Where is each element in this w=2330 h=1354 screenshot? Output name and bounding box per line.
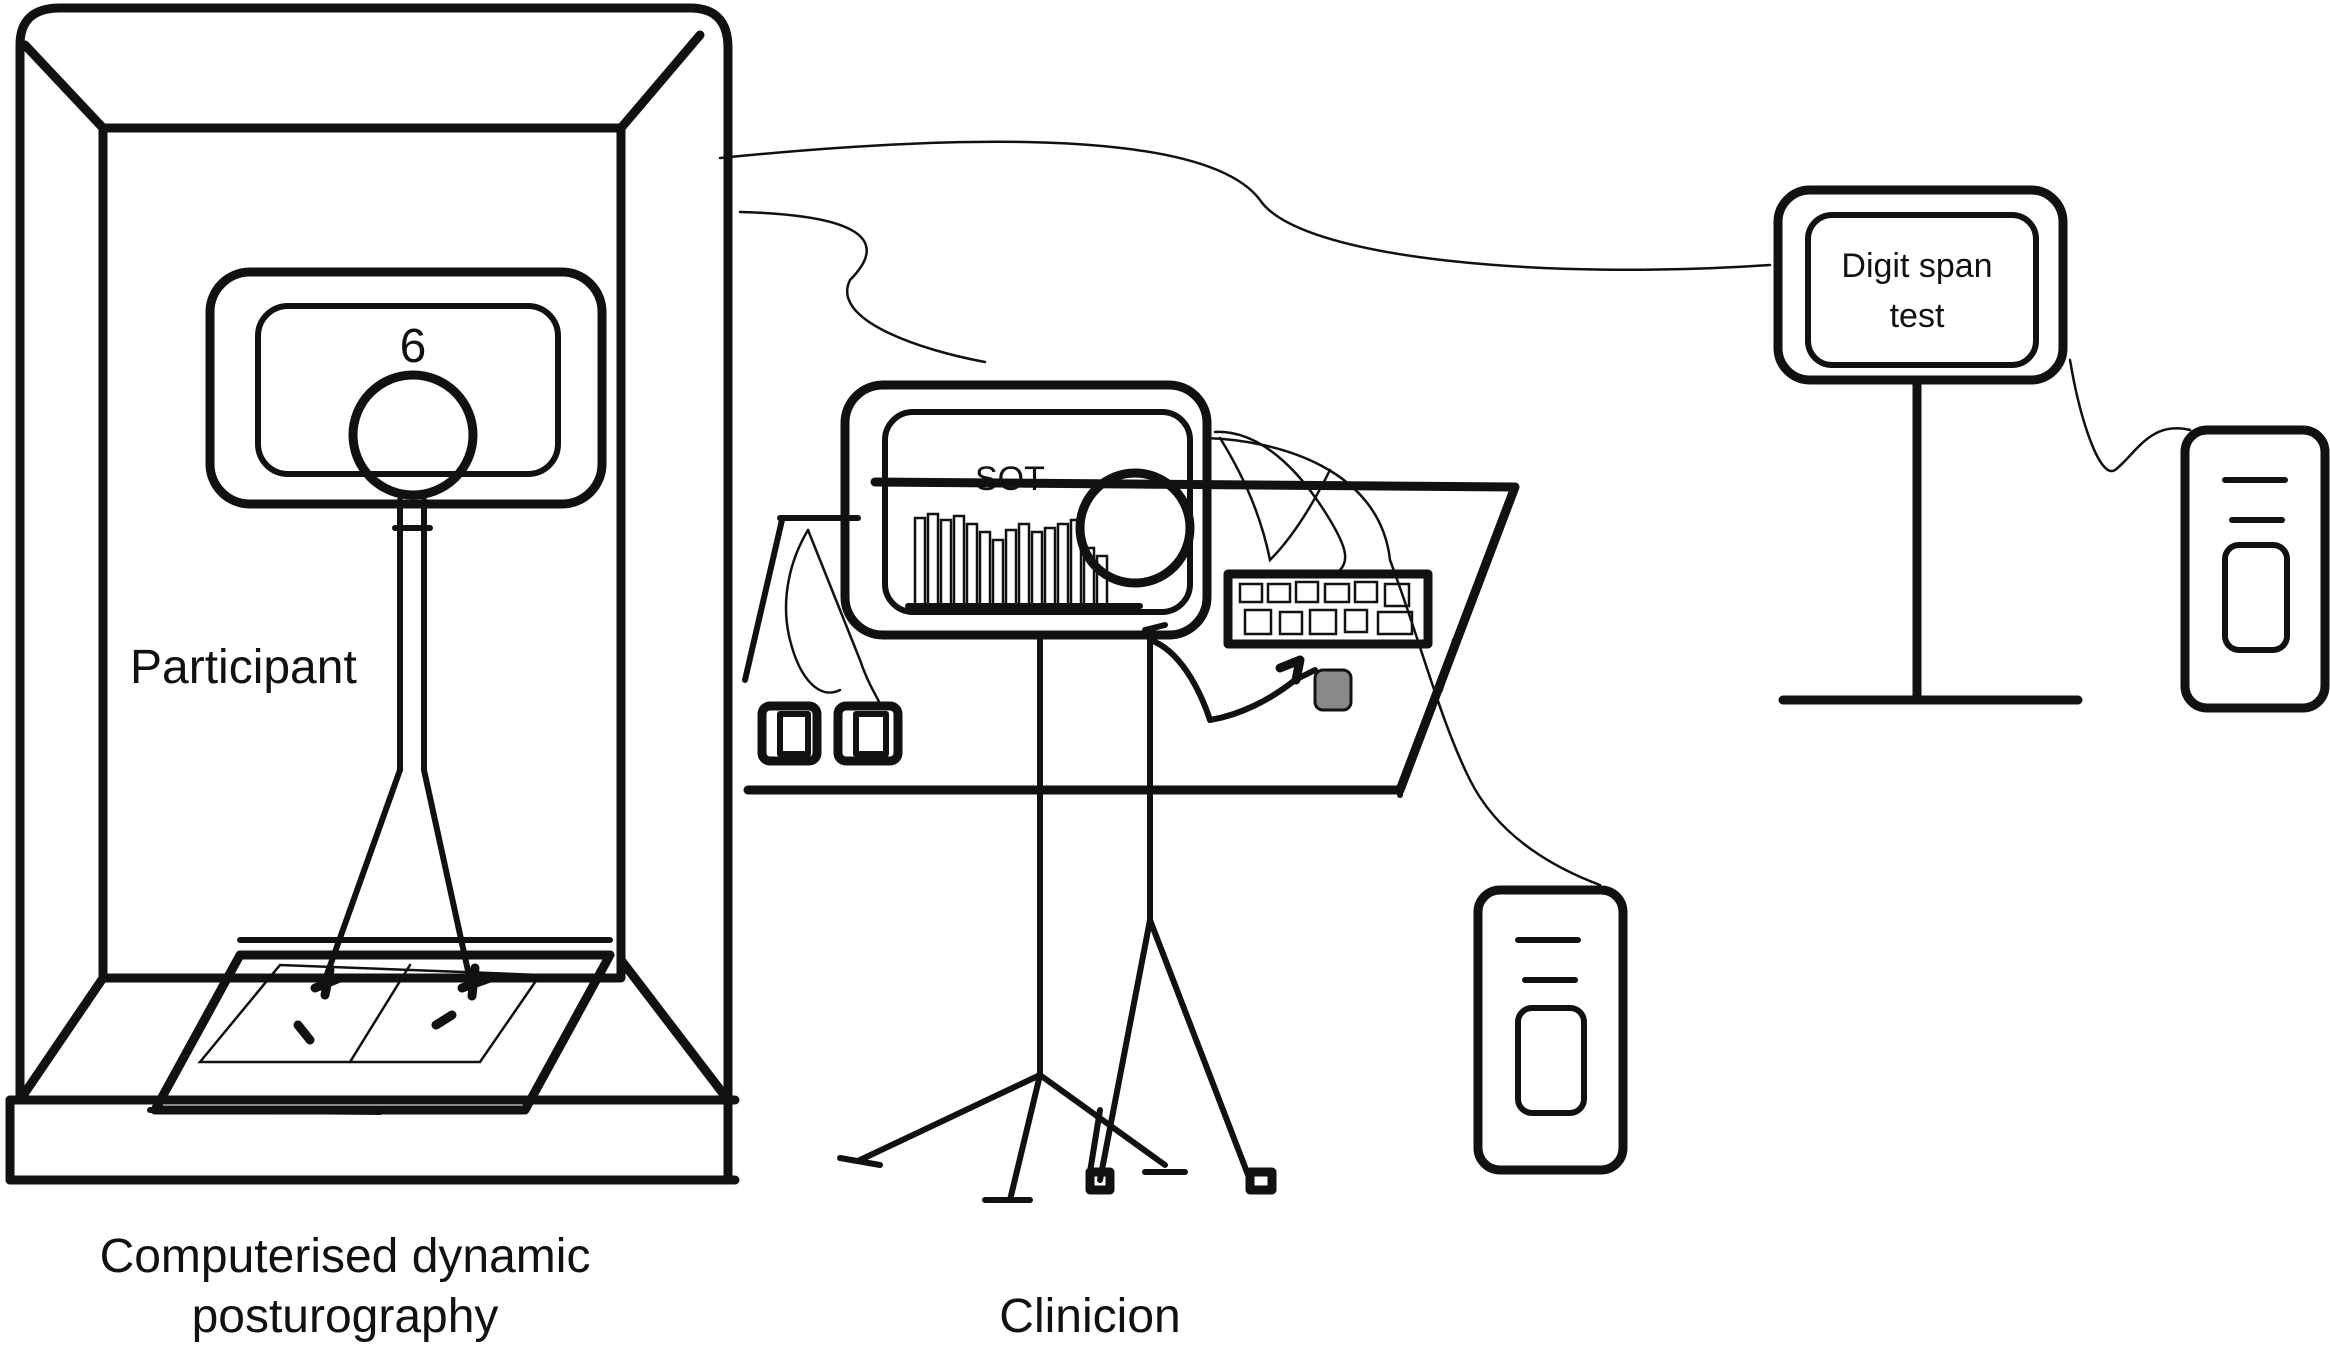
participant-label: Participant: [130, 641, 357, 694]
mouse: [1313, 668, 1353, 712]
sot-label: SOT: [975, 460, 1045, 498]
clinician-computer-tower: [1473, 885, 1628, 1175]
keyboard: [1223, 569, 1433, 649]
speakers: [757, 701, 903, 766]
digit-span-monitor: Digit span test: [1773, 185, 2083, 705]
screen-digit: 6: [400, 320, 427, 373]
posturography-booth: [5, 3, 740, 1185]
participant-figure: [293, 370, 495, 1045]
cables: [718, 140, 2192, 887]
cdp-label-line1: Computerised dynamic: [100, 1230, 591, 1283]
clinician-figure: [837, 468, 1318, 1203]
clinician-label: Clinicion: [999, 1290, 1180, 1343]
sot-bar-graph: [905, 512, 1143, 609]
digit-span-label-line2: test: [1890, 297, 1945, 335]
digit-span-label-line1: Digit span: [1841, 247, 1992, 285]
sot-monitor: SOT: [840, 380, 1212, 640]
cdp-label-line2: posturography: [192, 1290, 499, 1343]
digit-span-computer-tower: [2180, 425, 2330, 713]
participant-screen: 6: [205, 267, 607, 509]
force-plate: [147, 937, 615, 1115]
clinician-desk: [742, 477, 1520, 798]
